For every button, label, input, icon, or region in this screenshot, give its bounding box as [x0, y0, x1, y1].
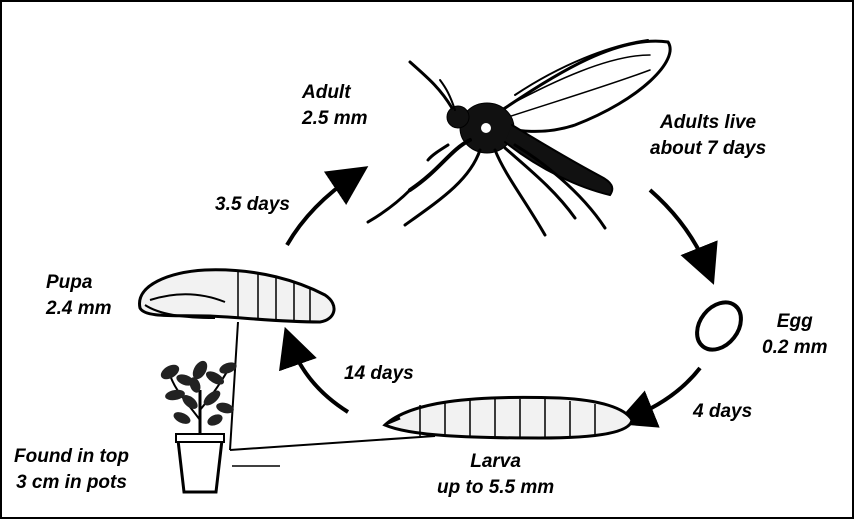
adult-label-line2: 2.5 mm [302, 106, 367, 132]
three-five-days-label: 3.5 days [215, 192, 290, 218]
arrow-pupa-to-adult [287, 175, 355, 245]
egg-label-line1: Egg [762, 309, 827, 335]
arrow-adult-to-egg [650, 190, 708, 270]
egg-illustration [688, 294, 750, 358]
adult-gnat-illustration [368, 40, 670, 235]
potted-plant-illustration [158, 358, 238, 492]
found-label-line2: 3 cm in pots [14, 470, 129, 496]
larva-label-line2: up to 5.5 mm [437, 475, 554, 501]
pupa-label-line1: Pupa [46, 270, 111, 296]
found-label: Found in top 3 cm in pots [14, 444, 129, 496]
larva-label-line1: Larva [437, 449, 554, 475]
pupa-label: Pupa 2.4 mm [46, 270, 111, 322]
egg-label-line2: 0.2 mm [762, 335, 827, 361]
fourteen-days-label: 14 days [344, 361, 414, 387]
adults-live-line1: Adults live [650, 110, 766, 136]
found-label-line1: Found in top [14, 444, 129, 470]
larva-illustration [385, 397, 632, 438]
pointer-line-larva [230, 436, 435, 450]
adults-live-line2: about 7 days [650, 136, 766, 162]
adults-live-label: Adults live about 7 days [650, 110, 766, 162]
four-days-label: 4 days [693, 399, 752, 425]
pupa-illustration [140, 270, 335, 322]
arrow-egg-to-larva [630, 368, 700, 418]
adult-label: Adult 2.5 mm [302, 80, 367, 132]
arrow-larva-to-pupa [290, 342, 348, 412]
egg-label: Egg 0.2 mm [762, 309, 827, 361]
pointer-line-pupa [230, 322, 238, 450]
pupa-label-line2: 2.4 mm [46, 296, 111, 322]
adult-label-line1: Adult [302, 80, 367, 106]
larva-label: Larva up to 5.5 mm [437, 449, 554, 501]
